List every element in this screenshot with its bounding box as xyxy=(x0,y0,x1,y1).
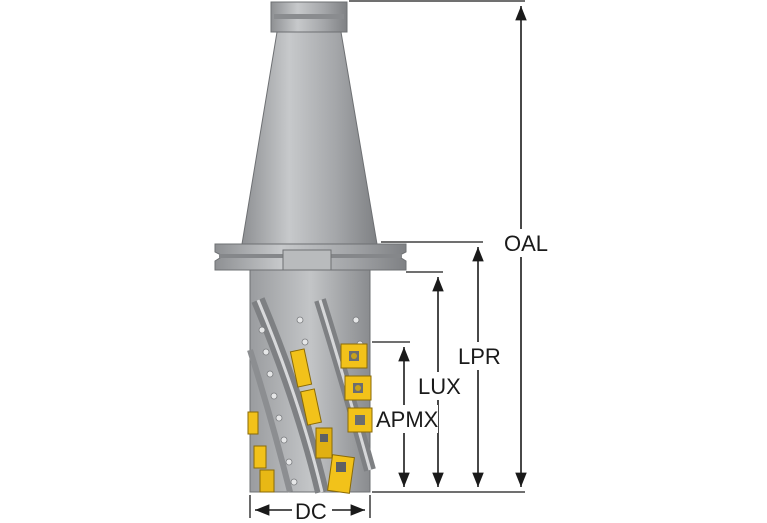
insert xyxy=(253,445,267,469)
cutting-inserts xyxy=(247,343,373,494)
insert xyxy=(344,375,372,401)
insert xyxy=(289,348,313,388)
dc-label: DC xyxy=(295,499,327,523)
dimensions: OAL LPR LUX APMX DC xyxy=(249,0,552,523)
apmx-label: APMX xyxy=(376,407,439,432)
insert xyxy=(300,388,322,426)
insert xyxy=(259,469,275,493)
insert xyxy=(315,427,333,459)
taper-cone xyxy=(241,31,378,245)
insert xyxy=(247,411,259,435)
insert xyxy=(347,407,373,433)
insert xyxy=(327,454,355,494)
retention-knob-groove xyxy=(274,14,344,19)
insert xyxy=(340,343,368,369)
tool-holder xyxy=(214,1,407,291)
lpr-label: LPR xyxy=(458,344,501,369)
lux-label: LUX xyxy=(418,374,461,399)
oal-label: OAL xyxy=(504,231,548,256)
